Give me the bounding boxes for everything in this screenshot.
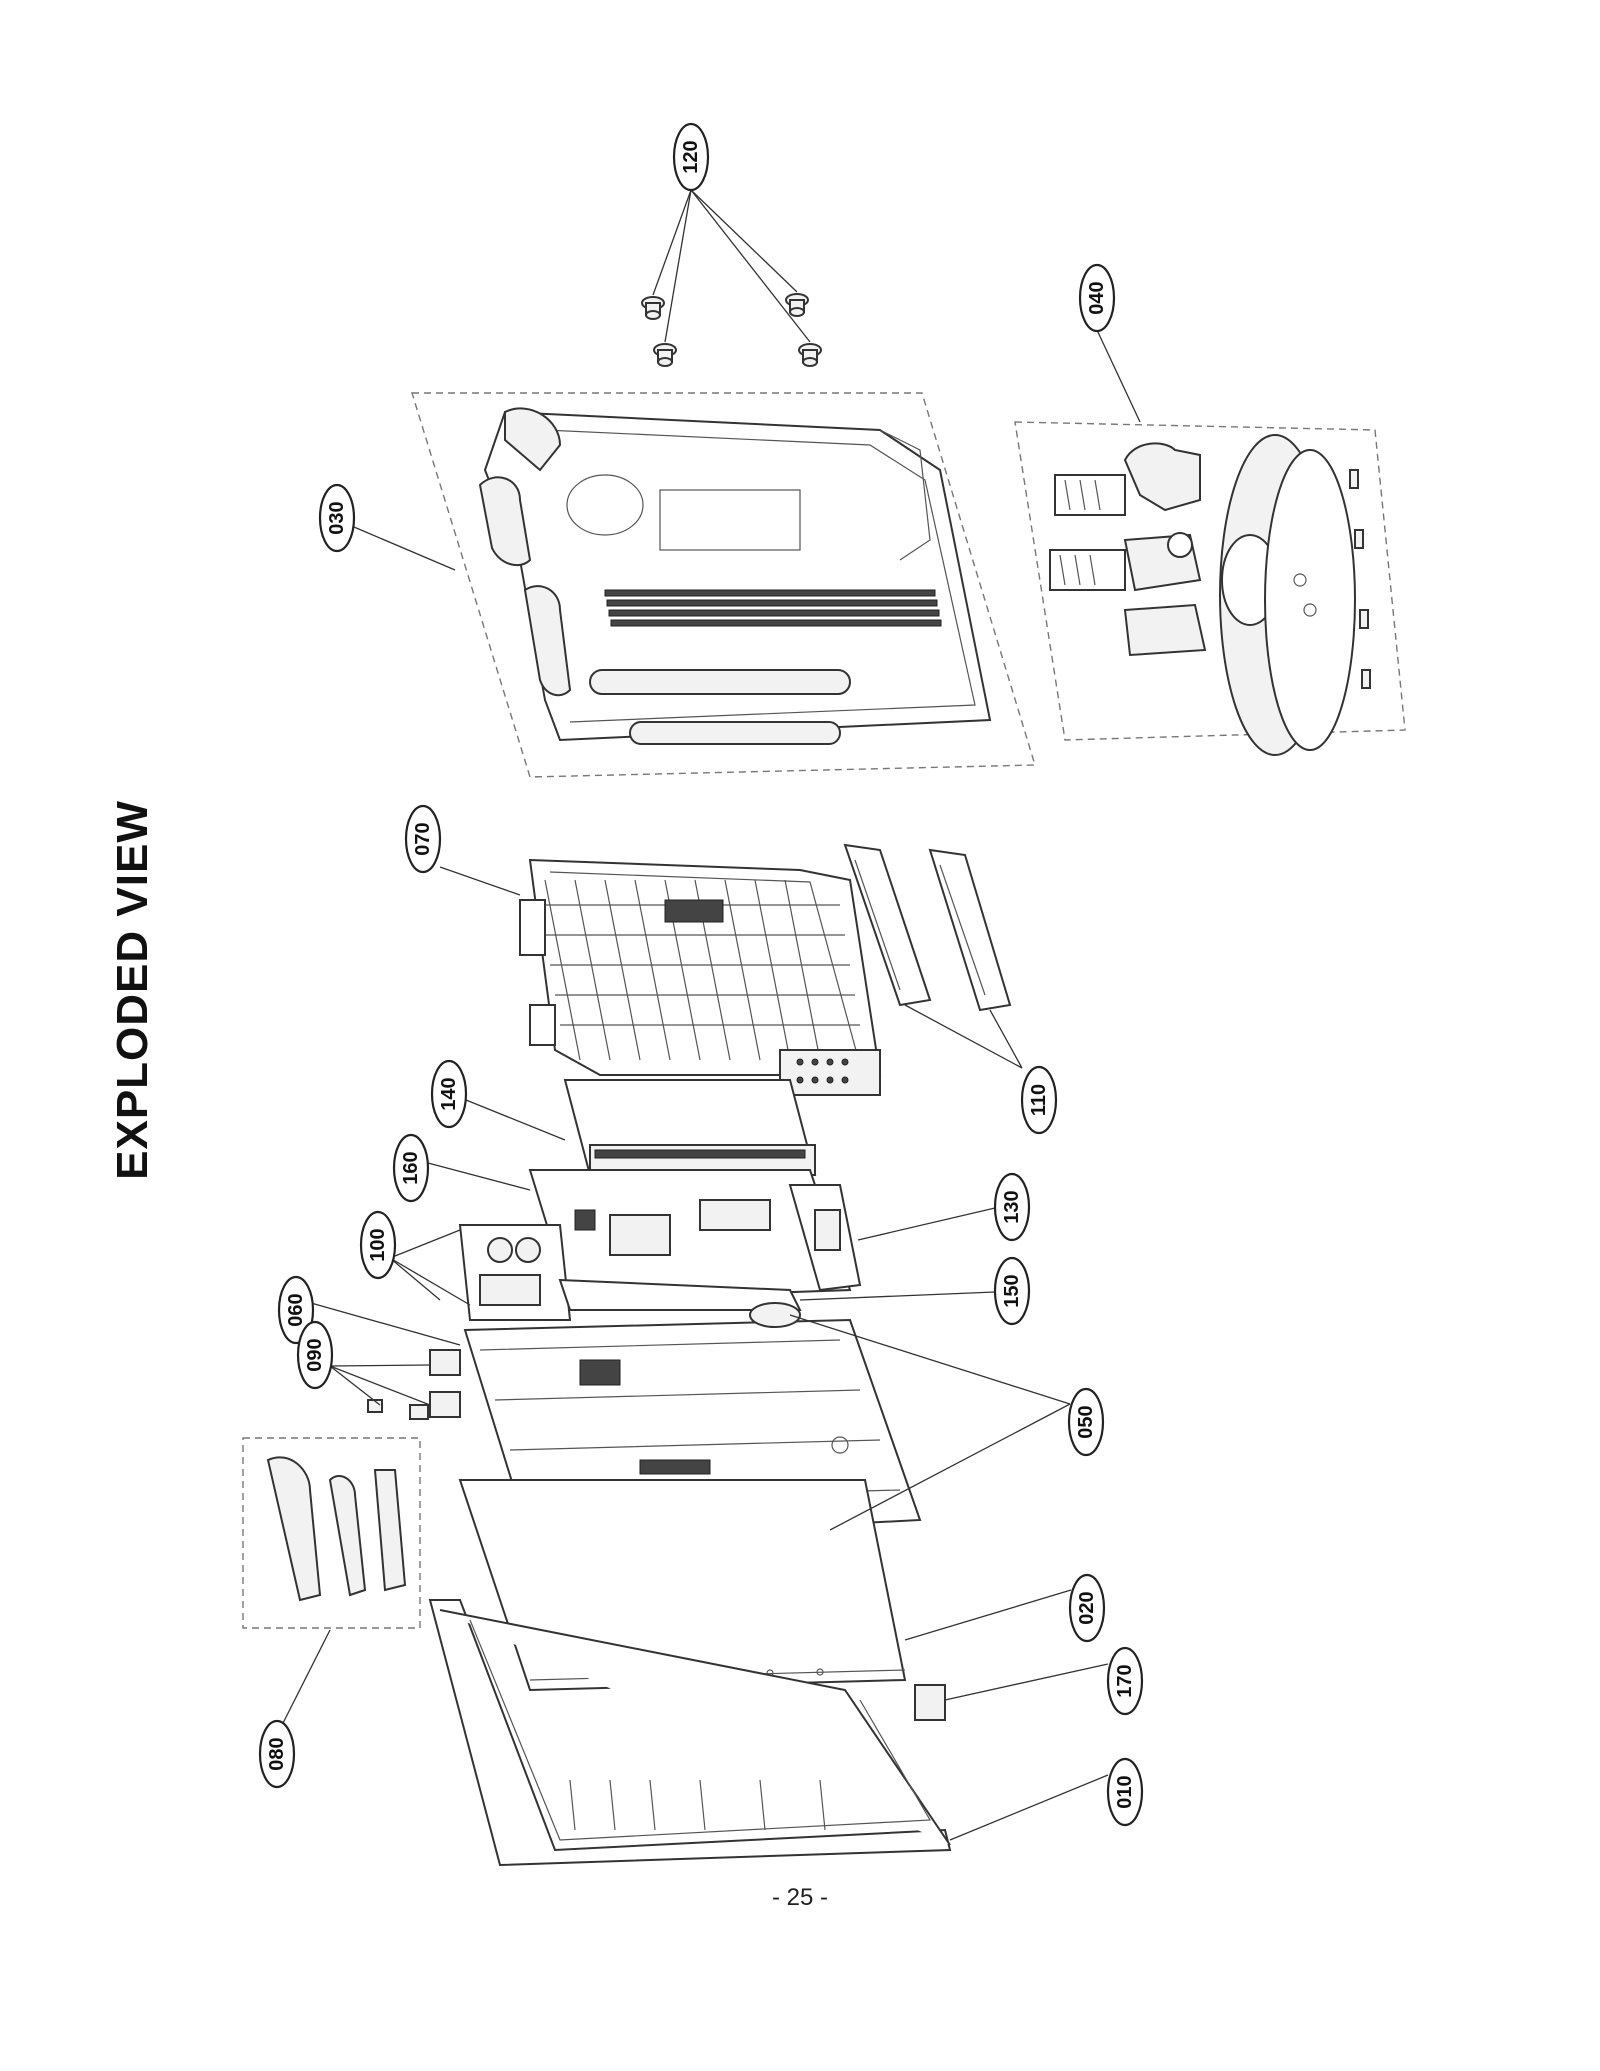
part-back-cover-030 xyxy=(411,392,1036,778)
callout-120: 120 xyxy=(672,122,710,192)
part-screws-120 xyxy=(641,293,822,367)
callout-010: 010 xyxy=(1106,1757,1144,1827)
callout-080: 080 xyxy=(258,1719,296,1789)
callout-090: 090 xyxy=(296,1320,334,1390)
svg-text:060: 060 xyxy=(285,1293,307,1326)
svg-text:080: 080 xyxy=(266,1737,288,1770)
callout-050: 050 xyxy=(1067,1387,1105,1457)
svg-text:050: 050 xyxy=(1075,1405,1097,1438)
svg-text:040: 040 xyxy=(1086,281,1108,314)
callout-130: 130 xyxy=(993,1172,1031,1242)
part-shield-cover-070 xyxy=(519,858,882,1096)
svg-text:100: 100 xyxy=(367,1228,389,1261)
part-board-150 xyxy=(558,1278,802,1311)
svg-text:010: 010 xyxy=(1114,1775,1136,1808)
svg-text:070: 070 xyxy=(412,822,434,855)
callout-160: 160 xyxy=(392,1133,430,1203)
svg-text:120: 120 xyxy=(680,140,702,173)
part-stand-040 xyxy=(1014,421,1406,756)
callout-110: 110 xyxy=(1020,1065,1058,1135)
svg-text:110: 110 xyxy=(1028,1084,1050,1116)
svg-text:020: 020 xyxy=(1076,1591,1098,1624)
part-bracket-170 xyxy=(914,1684,946,1721)
svg-text:160: 160 xyxy=(400,1151,422,1184)
part-brackets-110 xyxy=(843,843,1012,1012)
svg-text:090: 090 xyxy=(304,1338,326,1371)
callout-150: 150 xyxy=(993,1256,1031,1326)
part-power-board-160 xyxy=(528,1169,852,1302)
callout-030: 030 xyxy=(318,483,356,553)
part-front-bezel-010 xyxy=(428,1599,952,1867)
svg-text:140: 140 xyxy=(438,1077,460,1110)
part-board-130 xyxy=(788,1184,862,1292)
leader-lines xyxy=(276,189,1141,1841)
callout-070: 070 xyxy=(404,804,442,874)
page-number: - 25 - xyxy=(771,1884,828,1911)
svg-text:150: 150 xyxy=(1001,1274,1023,1307)
svg-text:030: 030 xyxy=(326,501,348,534)
part-jacks-100 xyxy=(458,1224,572,1321)
callout-060: 060 xyxy=(277,1275,315,1345)
callout-100: 100 xyxy=(359,1210,397,1280)
part-small-090 xyxy=(367,1349,461,1420)
callout-140: 140 xyxy=(430,1059,468,1129)
part-controls-080 xyxy=(242,1437,421,1629)
callout-170: 170 xyxy=(1106,1646,1144,1716)
svg-text:130: 130 xyxy=(1001,1190,1023,1223)
callout-020: 020 xyxy=(1068,1573,1106,1643)
callout-040: 040 xyxy=(1078,263,1116,333)
svg-text:170: 170 xyxy=(1114,1664,1136,1697)
part-box-140 xyxy=(563,1079,817,1176)
